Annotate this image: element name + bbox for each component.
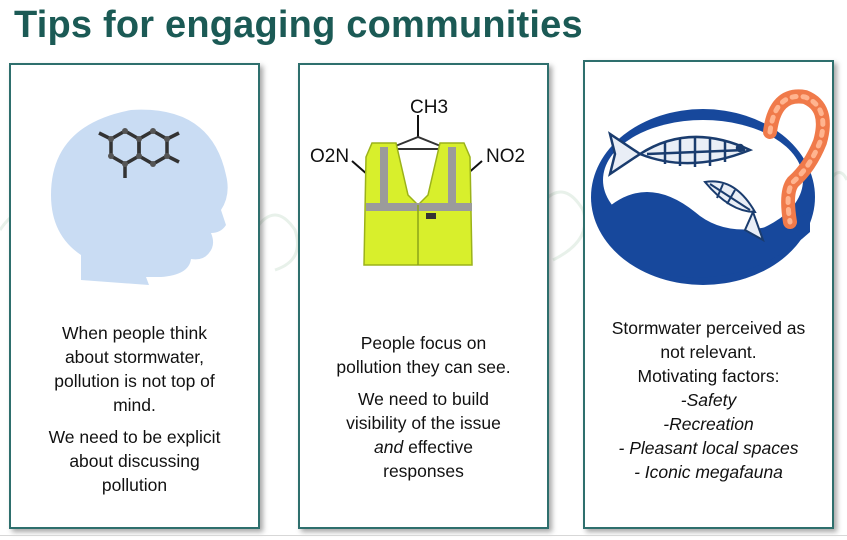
motivating-factor: -Safety <box>680 390 737 410</box>
card3-text: Stormwater perceived as not relevant. Mo… <box>585 316 832 484</box>
card2-line: pollution they can see. <box>336 357 511 377</box>
formula-left: O2N <box>310 146 349 167</box>
card-awareness: When people think about stormwater, poll… <box>9 63 260 529</box>
card2-line: People focus on <box>360 333 487 353</box>
card3-line: not relevant. <box>660 342 757 362</box>
card-motivation: Stormwater perceived as not relevant. Mo… <box>583 60 834 529</box>
head-with-molecule-icon <box>51 109 228 285</box>
card1-line: pollution is not top of <box>54 371 215 391</box>
page-title: Tips for engaging communities <box>14 4 583 46</box>
fish-water-shrimp-icon <box>591 89 830 285</box>
motivating-factor: - Pleasant local spaces <box>618 438 799 458</box>
card1-text: When people think about stormwater, poll… <box>11 321 258 497</box>
high-visibility-vest-molecule-icon: CH3 O2N NO2 <box>310 97 525 266</box>
card1-line: When people think <box>62 323 207 343</box>
card2-line-rest: effective <box>403 437 473 457</box>
card2-line: and effective <box>300 435 547 459</box>
card1-line: pollution <box>101 475 168 495</box>
motivating-factor: -Recreation <box>663 414 754 434</box>
card1-line: We need to be explicit <box>48 427 221 447</box>
formula-right: NO2 <box>486 146 525 167</box>
emphasis: and <box>374 437 404 457</box>
card3-line: Stormwater perceived as <box>611 318 806 338</box>
card3-line: Motivating factors: <box>637 366 780 386</box>
card1-line: about stormwater, <box>64 347 205 367</box>
card1-line: about discussing <box>69 451 200 471</box>
card1-line: mind. <box>113 395 156 415</box>
card2-text: People focus on pollution they can see. … <box>300 331 547 483</box>
card2-line: visibility of the issue <box>346 413 501 433</box>
footer-divider <box>0 535 847 536</box>
motivating-factor: - Iconic megafauna <box>634 462 783 482</box>
card-visibility: CH3 O2N NO2 People focus on pollution th… <box>298 63 549 529</box>
card2-line: We need to build <box>357 389 490 409</box>
formula-top: CH3 <box>410 97 448 118</box>
card2-line: responses <box>383 461 464 481</box>
